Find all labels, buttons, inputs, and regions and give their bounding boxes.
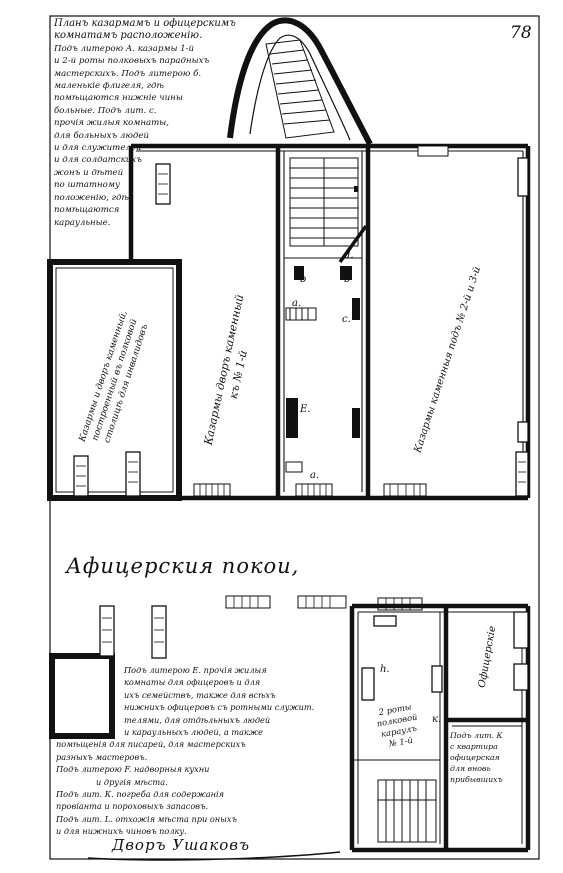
letter-h: h. <box>380 664 390 675</box>
top-annex-wall <box>227 17 373 146</box>
page-number: 78 <box>510 23 532 43</box>
legend-top-line: для больныхъ людей <box>54 130 149 141</box>
legend-top-line: Подъ литерою А. казармы 1-й <box>54 43 195 54</box>
legend-top-line: караульные. <box>54 217 111 228</box>
stove-hatching <box>76 173 526 487</box>
centre-stoves <box>286 186 360 438</box>
legend-top-line: комнатамъ расположенію. <box>54 30 203 42</box>
legend-top-line: больные. Подъ лит. с. <box>54 105 157 116</box>
legend-top-line: и 2-й роты полковыхъ парадныхъ <box>54 56 210 67</box>
legend-top-line: положенію, гдѣ <box>54 192 130 203</box>
legend-bottom: Подъ литерою Е. прочія жилыя комнаты для… <box>56 664 352 838</box>
lower-left-stove-hatching <box>102 617 164 643</box>
lower-right-stoves <box>361 611 529 701</box>
legend-top-line: и для служителей <box>54 143 142 154</box>
signature-flourish <box>87 851 341 861</box>
legend-bottom-line: и для нижнихъ чиновъ полку. <box>56 826 187 837</box>
centre-table <box>285 307 317 321</box>
legend-bottom-line: телями, для отдѣльныхъ людей <box>124 714 271 725</box>
left-lower-room-inner <box>55 267 174 493</box>
lower-left-stoves <box>99 605 167 659</box>
legend-top-line: маленькіе флигеля, гдѣ <box>54 81 165 92</box>
legend-bottom-line: Подъ литерою Е. прочія жилыя <box>124 665 267 675</box>
legend-bottom-line: и караульныхъ людей, а также <box>124 727 264 738</box>
legend-top-line: прочія жилыя комнаты, <box>54 118 170 129</box>
legend-top-line: помѣщаются <box>54 205 120 216</box>
signature: Дворъ Ушаковъ <box>112 836 251 854</box>
bench-fixtures-upper <box>193 145 449 497</box>
letter-a-top: а. <box>292 298 301 309</box>
main-building-walls <box>50 143 531 501</box>
legend-bottom-line: Подъ лит. К. погреба для содержанія <box>56 789 225 800</box>
legend-bottom-line: комнаты для офицеровъ и для <box>124 677 261 688</box>
top-annex-inner-wall <box>249 34 351 141</box>
letter-k: к. <box>432 714 441 725</box>
legend-top-line: по штатному <box>54 180 120 191</box>
letter-b-left: b <box>300 274 306 285</box>
legend-bottom-line: ихъ семействъ, также для всѣхъ <box>124 689 276 700</box>
central-staircase <box>289 157 359 247</box>
legend-bottom-line: Подъ лит. L. отхожія мѣста при оныхъ <box>56 813 237 824</box>
lower-left-block <box>49 653 115 739</box>
lower-staircase <box>377 779 437 843</box>
legend-top: Планъ казармамъ и офицерскимъ комнатамъ … <box>54 18 266 229</box>
legend-top-line: Планъ казармамъ и офицерскимъ <box>54 18 236 29</box>
letter-d: d. <box>344 250 354 261</box>
lower-right-thin-walls <box>352 611 523 844</box>
letter-c: с. <box>342 314 351 325</box>
annex-staircase <box>265 39 335 139</box>
stair-diagonal-wall <box>338 224 368 264</box>
legend-top-line: помѣщаются нижніе чины <box>54 93 183 104</box>
legend-top-line: и для солдатскихъ <box>54 155 142 166</box>
left-lower-room-wall <box>47 259 182 501</box>
legend-top-line: мастерскихъ. Подъ литерою б. <box>54 68 202 79</box>
room-label-side: Подъ лит. К с квартира офицерская для вн… <box>450 731 503 784</box>
bench-legs-upper <box>199 484 421 496</box>
letter-a-bottom: а. <box>310 470 319 481</box>
legend-bottom-line: разныхъ мастеровъ. <box>56 751 148 762</box>
section-title: Афицерския покои, <box>66 554 300 578</box>
legend-bottom-line: Подъ литерою F. надворныя кухни <box>56 764 210 775</box>
legend-bottom-line: провіанта и пороховыхъ запасовъ. <box>56 801 209 812</box>
letter-b-right: b <box>344 274 350 285</box>
legend-bottom-line: и другія мѣста. <box>96 776 168 787</box>
legend-bottom-line: помѣщенія для писарей, для мастерскихъ <box>56 739 246 750</box>
legend-bottom-line: нижнихъ офицеровъ съ ротными служит. <box>124 702 315 713</box>
legend-top-line: жонъ и дѣтей <box>54 167 124 178</box>
letter-e: Е. <box>299 404 310 415</box>
